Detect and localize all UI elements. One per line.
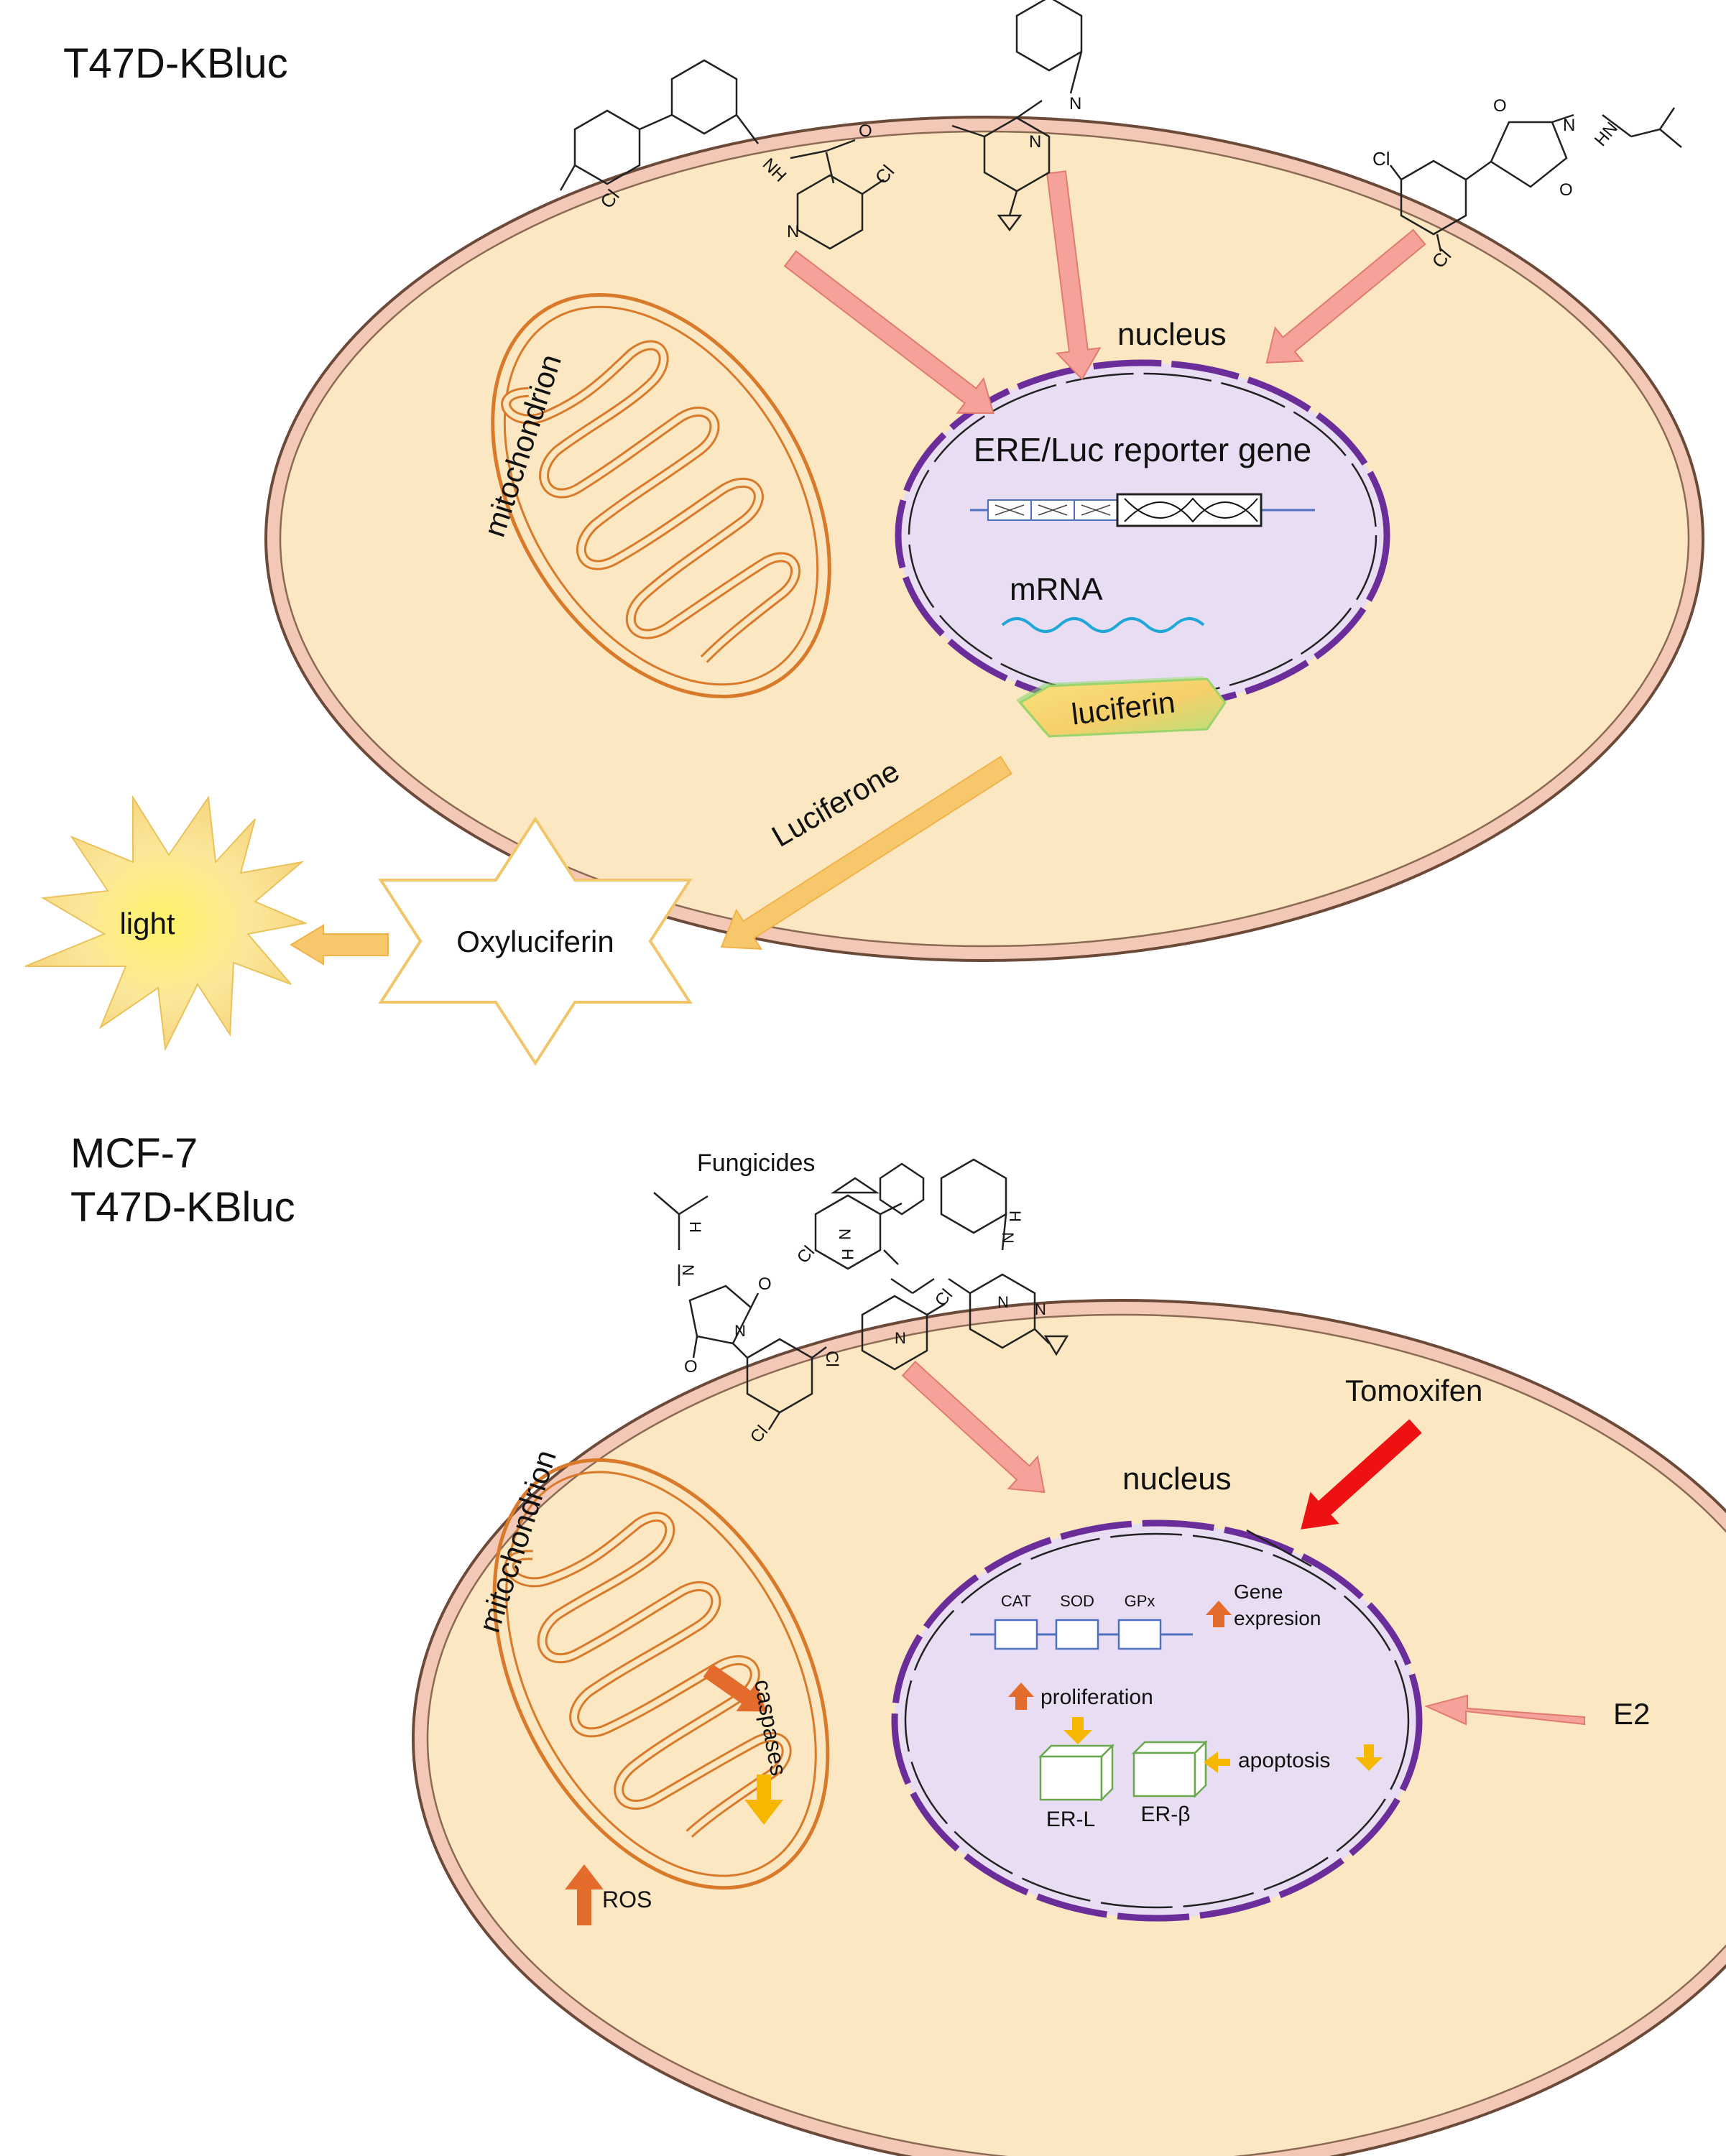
gene-box-gpx	[1117, 1619, 1162, 1650]
chem-n-3: N	[1563, 116, 1575, 135]
er-l-label: ER-L	[1046, 1808, 1095, 1831]
gene-box-cat	[994, 1619, 1038, 1650]
chem-cl-p2a: Cl	[822, 1351, 841, 1367]
fungicide-boscalid-structure-1	[559, 59, 885, 250]
er-b-label: ER-β	[1141, 1803, 1191, 1826]
chem-o-p2b: O	[684, 1357, 698, 1377]
chem-o-3a: O	[1493, 96, 1507, 116]
ros-up-arrow	[565, 1864, 604, 1925]
light-burst	[24, 795, 308, 1052]
apoptosis-label: apoptosis	[1238, 1749, 1330, 1772]
chem-h-p2a: H	[686, 1221, 704, 1233]
chem-n-2b: N	[1029, 132, 1041, 152]
arrow-e2-to-nucleus	[1424, 1694, 1585, 1726]
chem-h-p2c: H	[1006, 1211, 1024, 1222]
nucleus-1-inner-envelope	[908, 372, 1377, 698]
panel-1: T47D-KBluc nucleus ERE/Luc reporter gene…	[24, 0, 1704, 1066]
mitochondrion-2	[492, 1458, 830, 1890]
light-label: light	[119, 907, 175, 940]
apoptosis-left-arrow	[1204, 1752, 1230, 1773]
fungicide-cyprodinil-structure-2	[940, 1158, 1069, 1356]
fungicides-label: Fungicides	[697, 1149, 815, 1177]
nucleus-2-outer-envelope	[891, 1519, 1423, 1922]
chem-n-p2f: N	[997, 1293, 1009, 1311]
chem-h-p2b: H	[839, 1249, 857, 1260]
nucleus-1-body	[898, 363, 1387, 708]
fungicide-iprodione-structure-1	[1390, 107, 1682, 252]
gene-label-cat: CAT	[1001, 1592, 1031, 1610]
fungicide-cyprodinil-structure-1	[951, 0, 1083, 232]
oxyluciferin-label: Oxyluciferin	[456, 925, 614, 958]
proliferation-label: proliferation	[1040, 1685, 1153, 1709]
chem-n-p2c: N	[836, 1229, 854, 1240]
chem-n-p2a: N	[679, 1264, 697, 1276]
nucleus-1	[895, 359, 1390, 711]
er-l-box	[1038, 1743, 1115, 1803]
proliferation-down-arrow	[1063, 1717, 1092, 1744]
gene-label-gpx: GPx	[1125, 1592, 1155, 1610]
chem-n-p2d: N	[895, 1329, 906, 1347]
caspases-down-arrow	[744, 1775, 783, 1825]
tomoxifen-label: Tomoxifen	[1345, 1374, 1482, 1407]
fungicide-iprodione-structure-2	[653, 1192, 827, 1430]
arrow-fungicide3-to-nucleus	[1265, 228, 1426, 364]
luciferin-molecule	[1016, 676, 1227, 738]
panel-1-title: T47D-KBluc	[63, 40, 288, 87]
gene-label-sod: SOD	[1060, 1592, 1094, 1610]
e2-label: E2	[1613, 1697, 1650, 1731]
nucleus-2	[891, 1519, 1423, 1922]
nucleus-1-label: nucleus	[1117, 317, 1227, 352]
panel-2-title-line1: MCF-7	[70, 1130, 198, 1177]
arrow-mitochondrion-to-caspases	[703, 1663, 767, 1712]
gene-expression-label-line2: expresion	[1234, 1607, 1321, 1629]
er-b-box	[1131, 1739, 1209, 1799]
chem-n-1: N	[787, 222, 799, 241]
tomoxifen-inhibition-bar	[1246, 1529, 1312, 1568]
mrna-label: mRNA	[1010, 572, 1103, 607]
gene-box-sod	[1055, 1619, 1099, 1650]
chem-n-2a: N	[1069, 94, 1081, 114]
tomoxifen-arrow	[1301, 1419, 1422, 1530]
chem-n-p2e: N	[999, 1232, 1017, 1244]
reporter-gene-label: ERE/Luc reporter gene	[974, 431, 1312, 468]
nucleus-2-inner-envelope	[904, 1532, 1410, 1909]
proliferation-up-arrow	[1008, 1683, 1034, 1710]
chem-n-p2b: N	[734, 1322, 746, 1340]
gene-expression-label-line1: Gene	[1234, 1581, 1283, 1603]
chem-cl-p2d: Cl	[931, 1285, 956, 1310]
ros-label: ROS	[602, 1887, 652, 1912]
mrna-strand	[1001, 617, 1205, 633]
chem-cl-3a: Cl	[1372, 148, 1390, 170]
mitochondrion-1	[491, 292, 831, 699]
chem-o-1: O	[859, 121, 872, 141]
chem-o-p2a: O	[758, 1274, 772, 1294]
reporter-gene-construct	[970, 493, 1315, 527]
panel-2: MCF-7 T47D-KBluc nucleus CAT SOD GPx Gen…	[70, 1130, 1726, 2156]
panel-2-title-line2: T47D-KBluc	[70, 1184, 295, 1231]
arrow-fungicide1-to-nucleus	[783, 250, 994, 415]
chem-n-p2g: N	[1035, 1300, 1046, 1318]
chem-hn-3: HN	[1591, 119, 1622, 150]
nucleus-2-label: nucleus	[1122, 1461, 1232, 1496]
arrow-oxyluciferin-to-light	[290, 924, 389, 966]
antioxidant-gene-track	[970, 1619, 1193, 1650]
oxyluciferin-star	[378, 816, 693, 1066]
chem-o-3b: O	[1559, 180, 1573, 200]
arrow-luciferin-to-oxyluciferin	[720, 755, 1012, 950]
arrow-fungicide2-to-nucleus	[1046, 170, 1102, 381]
apoptosis-down-arrow	[1355, 1744, 1383, 1771]
fungicide-boscalid-structure-2	[814, 1162, 946, 1371]
gene-expression-up-arrow	[1206, 1601, 1232, 1627]
arrow-fungicides-to-nucleus	[901, 1360, 1046, 1494]
